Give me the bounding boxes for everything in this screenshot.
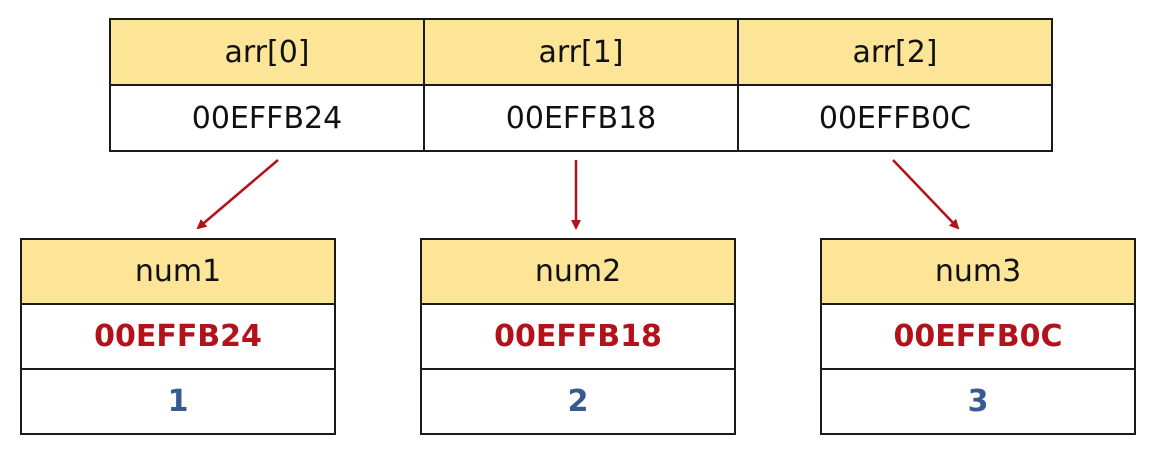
variable-name: num2 <box>420 238 736 305</box>
variable-box-num3: num3 00EFFB0C 3 <box>820 238 1136 435</box>
variable-address: 00EFFB0C <box>820 303 1136 370</box>
array-header-row: arr[0] arr[1] arr[2] <box>109 18 1053 86</box>
pointer-array-table: arr[0] arr[1] arr[2] 00EFFB24 00EFFB18 0… <box>109 18 1053 152</box>
variable-box-num2: num2 00EFFB18 2 <box>420 238 736 435</box>
variable-value: 1 <box>20 368 336 435</box>
arrow-arr0-to-num1 <box>196 159 279 230</box>
array-value-cell-2: 00EFFB0C <box>737 84 1053 152</box>
array-value-row: 00EFFB24 00EFFB18 00EFFB0C <box>109 84 1053 152</box>
array-header-cell-0: arr[0] <box>109 18 425 86</box>
variable-value: 3 <box>820 368 1136 435</box>
variable-name: num3 <box>820 238 1136 305</box>
variable-box-num1: num1 00EFFB24 1 <box>20 238 336 435</box>
array-header-cell-1: arr[1] <box>423 18 739 86</box>
variable-address: 00EFFB24 <box>20 303 336 370</box>
array-value-cell-1: 00EFFB18 <box>423 84 739 152</box>
variable-address: 00EFFB18 <box>420 303 736 370</box>
arrow-arr2-to-num3 <box>892 159 960 230</box>
array-header-cell-2: arr[2] <box>737 18 1053 86</box>
variable-name: num1 <box>20 238 336 305</box>
variable-value: 2 <box>420 368 736 435</box>
array-value-cell-0: 00EFFB24 <box>109 84 425 152</box>
